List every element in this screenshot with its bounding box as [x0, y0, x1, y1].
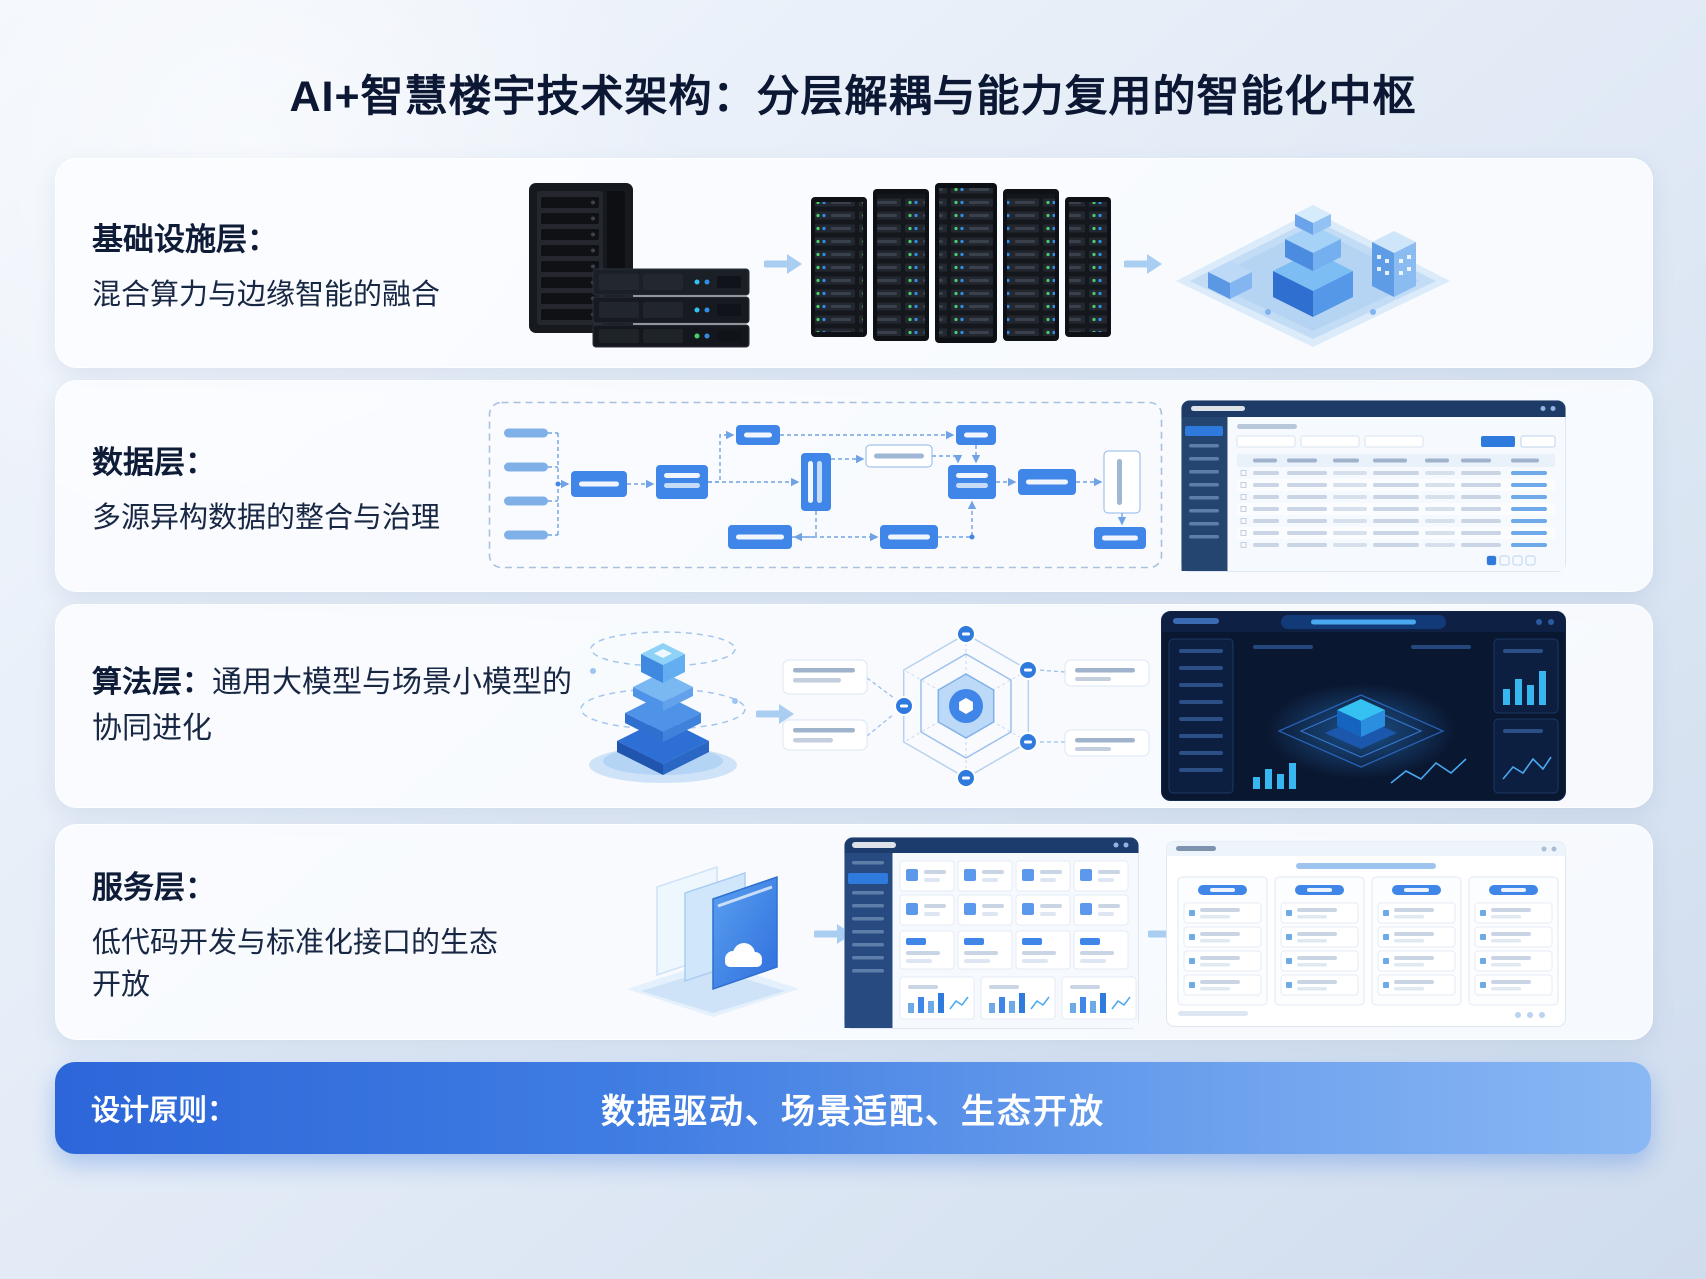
service-portal-screenshot — [1166, 841, 1566, 1032]
data-table-screenshot — [1181, 400, 1566, 577]
layer-card-data: 数据层： 多源异构数据的整合与治理 — [55, 380, 1653, 592]
server-tower-illustration — [501, 181, 751, 354]
layered-panels-illustration — [621, 843, 806, 1023]
capability-label-left-1 — [782, 659, 868, 695]
model-stack-illustration — [571, 609, 756, 809]
capability-label-right-1 — [1064, 659, 1150, 687]
page-title: AI+智慧楼宇技术架构：分层解耦与能力复用的智能化中枢 — [289, 73, 1417, 121]
design-principles-bar: 数据驱动、场景适配、生态开放 设计原则： — [55, 1062, 1651, 1154]
capability-nodes — [894, 624, 1038, 788]
layer-card-algorithm: 算法层：通用大模型与场景小模型的协同进化 — [55, 604, 1653, 808]
data-source-labels — [504, 428, 548, 540]
layer-desc: 多源异构数据的整合与治理 — [92, 501, 441, 534]
ai-dashboard-screenshot — [1161, 611, 1566, 806]
capability-label-left-2 — [782, 719, 868, 751]
center-cube-stack — [1273, 205, 1353, 317]
capability-label-right-2 — [1064, 729, 1150, 757]
flow-boxes — [571, 425, 1146, 549]
layer-desc: 通用大模型与场景小模型的协同进化 — [92, 665, 572, 746]
layer-desc: 低代码开发与标准化接口的生态开放 — [92, 926, 499, 1001]
layer-name: 数据层： — [92, 444, 216, 480]
cloud-icon — [725, 943, 762, 967]
layer-card-infrastructure: 基础设施层： 混合算力与边缘智能的融合 — [55, 158, 1653, 368]
data-flowchart-illustration — [488, 401, 1163, 574]
layer-name: 服务层： — [92, 869, 216, 905]
layer-name: 基础设施层： — [92, 221, 278, 257]
capability-hexagon-illustration — [781, 606, 1151, 811]
footer-label: 设计原则： — [91, 1095, 237, 1127]
layer-card-service: 服务层： 低代码开发与标准化接口的生态开放 — [55, 824, 1653, 1040]
data-label: 数据层： 多源异构数据的整合与治理 — [92, 381, 522, 591]
admin-dashboard-screenshot — [844, 837, 1139, 1034]
arrow-right-icon — [1122, 251, 1164, 282]
service-label: 服务层： 低代码开发与标准化接口的生态开放 — [92, 825, 522, 1039]
arrow-right-icon — [762, 251, 804, 282]
layer-desc: 混合算力与边缘智能的融合 — [92, 278, 441, 311]
layer-name: 算法层： — [92, 665, 212, 699]
side-cube — [1208, 261, 1252, 299]
edge-platform-illustration — [1168, 177, 1458, 354]
infrastructure-label: 基础设施层： 混合算力与边缘智能的融合 — [92, 159, 522, 367]
algorithm-label: 算法层：通用大模型与场景小模型的协同进化 — [92, 605, 597, 807]
server-racks-illustration — [811, 183, 1111, 348]
arrow-right-icon — [754, 701, 796, 732]
footer-principles: 数据驱动、场景适配、生态开放 — [601, 1092, 1105, 1131]
building-block — [1372, 231, 1416, 297]
